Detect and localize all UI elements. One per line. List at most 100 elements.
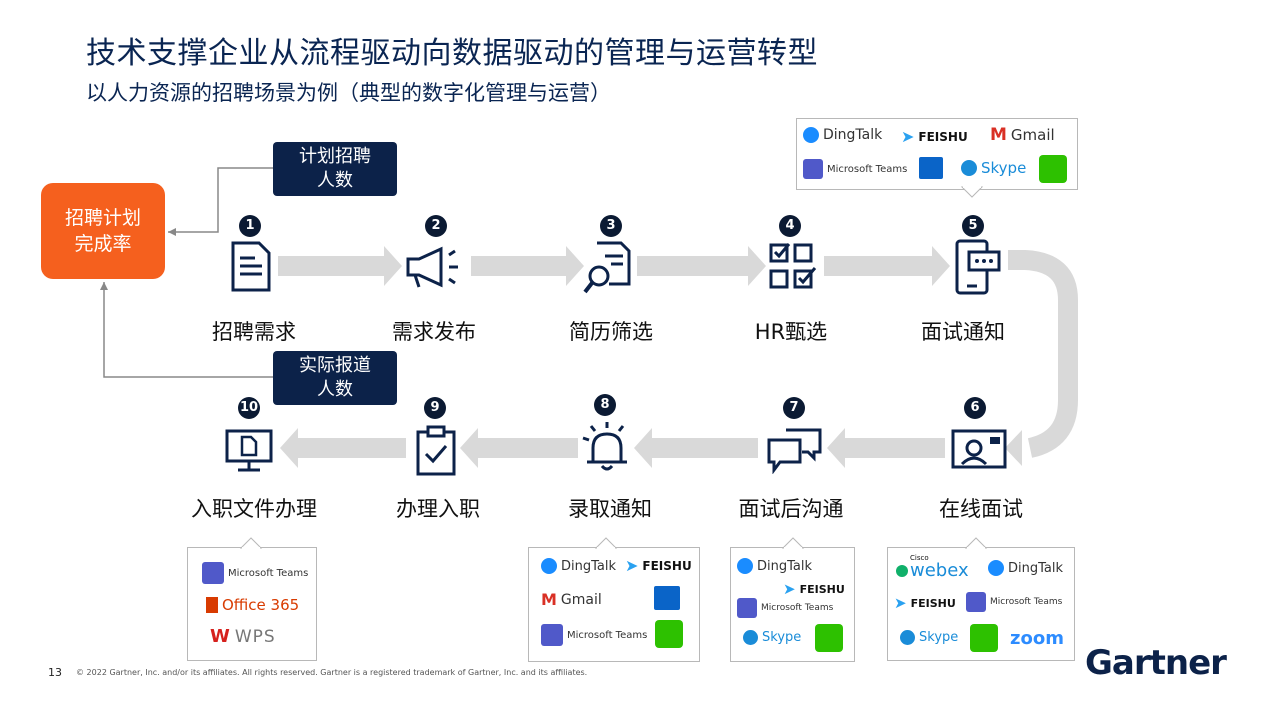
plan-line-2: 人数 — [317, 170, 353, 191]
phone-message-icon — [955, 239, 1001, 295]
wechat-icon — [815, 624, 843, 652]
tool-label: DingTalk — [1008, 560, 1064, 576]
gmail-icon: M — [990, 125, 1007, 145]
outlook-logo — [654, 586, 684, 610]
tool-label: Microsoft Teams — [990, 597, 1063, 607]
recruitment-completion-rate-box: 招聘计划 完成率 — [41, 183, 165, 279]
gmail-icon: M — [541, 590, 557, 609]
step-number: 5 — [962, 215, 984, 237]
tool-label: Microsoft Teams — [761, 603, 834, 613]
wechat-icon — [655, 620, 683, 648]
teams-logo: Microsoft Teams — [541, 624, 647, 646]
step-number: 4 — [779, 215, 801, 237]
megaphone-icon — [406, 246, 458, 288]
tool-label: zoom — [1010, 628, 1064, 649]
feishu-icon: ➤ — [783, 580, 796, 598]
page-title: 技术支撑企业从流程驱动向数据驱动的管理与运营转型 — [86, 36, 818, 71]
dingtalk-logo: DingTalk — [541, 558, 616, 574]
monitor-document-icon — [225, 429, 273, 472]
wechat-logo — [1039, 155, 1071, 183]
wechat-logo — [815, 624, 847, 652]
webex-label: webex — [910, 560, 969, 581]
checklist-icon — [769, 243, 817, 289]
step-label: 面试后沟通 — [738, 497, 844, 521]
tool-label: FEISHU — [918, 129, 968, 144]
teams-icon — [966, 592, 986, 612]
teams-icon — [202, 562, 224, 584]
skype-logo: Skype — [961, 159, 1026, 177]
dingtalk-logo: DingTalk — [803, 127, 882, 143]
copyright-text: © 2022 Gartner, Inc. and/or its affiliat… — [76, 668, 588, 677]
step-number: 3 — [600, 215, 622, 237]
step-number: 1 — [239, 215, 261, 237]
teams-logo: Microsoft Teams — [737, 598, 833, 618]
skype-logo: Skype — [743, 630, 801, 645]
wps-icon: W — [210, 626, 231, 647]
feishu-logo: ➤FEISHU — [901, 127, 968, 146]
bell-icon — [582, 422, 627, 471]
step-label: 需求发布 — [392, 320, 476, 344]
kpi-line-1: 招聘计划 — [64, 207, 141, 229]
outlook-logo — [919, 157, 947, 179]
tool-label: DingTalk — [823, 127, 883, 143]
wechat-logo — [970, 624, 1002, 652]
office-icon — [206, 597, 218, 613]
planned-headcount-box: 计划招聘 人数 — [273, 142, 397, 196]
dingtalk-logo: DingTalk — [737, 558, 812, 574]
dingtalk-logo: DingTalk — [988, 560, 1063, 576]
kpi-line-2: 完成率 — [74, 233, 132, 255]
document-icon — [231, 241, 271, 292]
clipboard-check-icon — [416, 425, 456, 476]
tool-label: Microsoft Teams — [567, 629, 648, 641]
skype-icon — [743, 630, 758, 645]
dingtalk-icon — [803, 127, 819, 143]
tool-label: Microsoft Teams — [827, 163, 908, 175]
tool-label: DingTalk — [561, 558, 617, 574]
step-label: 录取通知 — [568, 497, 652, 521]
cisco-label: Cisco — [910, 554, 929, 562]
teams-icon — [541, 624, 563, 646]
step-label: 简历筛选 — [569, 320, 653, 344]
tool-label: Skype — [919, 630, 959, 645]
tool-label: DingTalk — [757, 558, 813, 574]
resume-search-icon — [583, 241, 631, 294]
step-label: 办理入职 — [396, 497, 480, 521]
dingtalk-icon — [988, 560, 1004, 576]
webex-logo: Cisco webex — [896, 554, 969, 581]
chat-bubbles-icon — [767, 428, 822, 474]
step-number: 10 — [238, 397, 260, 419]
step-number: 9 — [424, 397, 446, 419]
actual-line-1: 实际报道 — [299, 355, 371, 376]
webex-icon — [896, 564, 908, 577]
tool-label: FEISHU — [642, 558, 692, 573]
teams-logo: Microsoft Teams — [202, 562, 308, 584]
page-number: 13 — [48, 666, 62, 679]
tool-label: FEISHU — [910, 596, 956, 610]
plan-line-1: 计划招聘 — [299, 146, 371, 167]
video-interview-icon — [951, 429, 1007, 469]
tool-label: WPS — [234, 626, 276, 647]
feishu-icon: ➤ — [894, 594, 907, 612]
page-subtitle: 以人力资源的招聘场景为例（典型的数字化管理与运营） — [86, 81, 611, 105]
feishu-logo: ➤FEISHU — [783, 580, 845, 598]
step-label: 入职文件办理 — [191, 497, 317, 521]
teams-icon — [737, 598, 757, 618]
wechat-icon — [970, 624, 998, 652]
tool-label: FEISHU — [799, 582, 845, 596]
tool-label: Microsoft Teams — [228, 567, 309, 579]
dingtalk-icon — [541, 558, 557, 574]
step-label: 在线面试 — [939, 497, 1023, 521]
gartner-logo: Gartner — [1085, 643, 1227, 683]
actual-headcount-box: 实际报道 人数 — [273, 351, 397, 405]
office365-logo: Office 365 — [206, 596, 299, 614]
step-number: 7 — [783, 397, 805, 419]
step-label: 面试通知 — [921, 320, 1005, 344]
outlook-icon — [654, 586, 680, 610]
